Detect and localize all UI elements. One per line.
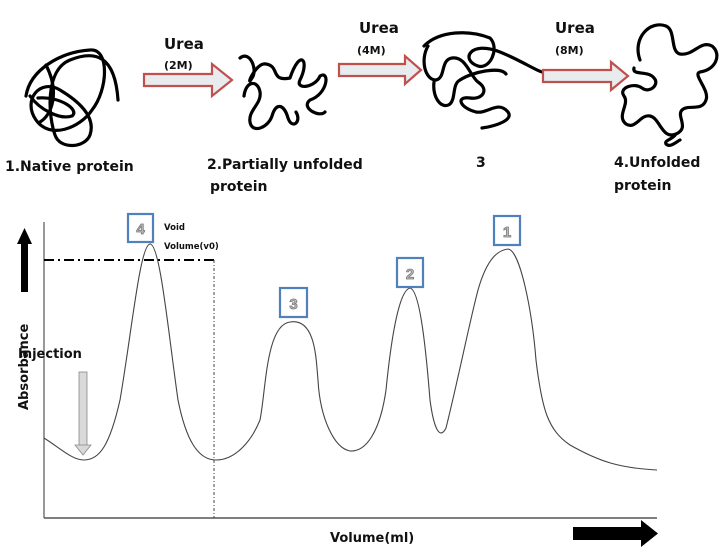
injection-label: Injection	[18, 347, 82, 362]
unfolded-protein-coil	[620, 23, 719, 147]
absorbance-up-arrow-icon	[17, 228, 32, 292]
elution-curve	[43, 243, 658, 471]
arrow-3-reagent: Urea	[555, 19, 595, 37]
stage-1-label: 1.Native protein	[5, 159, 134, 175]
injection-arrow-icon	[74, 371, 92, 456]
x-axis-label: Volume(ml)	[330, 531, 414, 546]
y-axis-label: Absorbance	[17, 324, 32, 410]
urea-arrow-3	[541, 59, 630, 93]
stage-4-label-line2: protein	[614, 178, 672, 194]
peak-3-label: 3	[289, 296, 297, 313]
void-label-line1: Void	[164, 223, 185, 233]
peak-box-2: 2	[395, 256, 425, 289]
arrow-2-concentration: (4M)	[357, 44, 386, 57]
stage-2-label-line2: protein	[210, 179, 268, 195]
intermediate-protein-coil	[422, 31, 544, 130]
peak-box-3: 3	[278, 286, 309, 319]
native-protein-coil	[24, 48, 120, 148]
arrow-1-reagent: Urea	[164, 35, 204, 53]
urea-arrow-2	[337, 53, 423, 87]
peak-box-1: 1	[492, 214, 522, 247]
peak-4-label: 4	[136, 221, 145, 238]
urea-arrow-1	[142, 61, 234, 99]
stage-4-label-line1: 4.Unfolded	[614, 155, 700, 171]
arrow-3-concentration: (8M)	[555, 44, 584, 57]
partially-unfolded-protein-coil	[238, 54, 328, 131]
stage-2-label-line1: 2.Partially unfolded	[207, 157, 363, 173]
volume-right-arrow-icon	[573, 520, 658, 547]
void-label-line2: Volume(v0)	[164, 242, 219, 252]
peak-box-4: 4	[126, 212, 155, 244]
peak-1-label: 1	[503, 224, 511, 241]
stage-3-label: 3	[476, 155, 486, 171]
arrow-2-reagent: Urea	[359, 19, 399, 37]
peak-2-label: 2	[406, 266, 414, 283]
arrow-1-concentration: (2M)	[164, 59, 193, 72]
